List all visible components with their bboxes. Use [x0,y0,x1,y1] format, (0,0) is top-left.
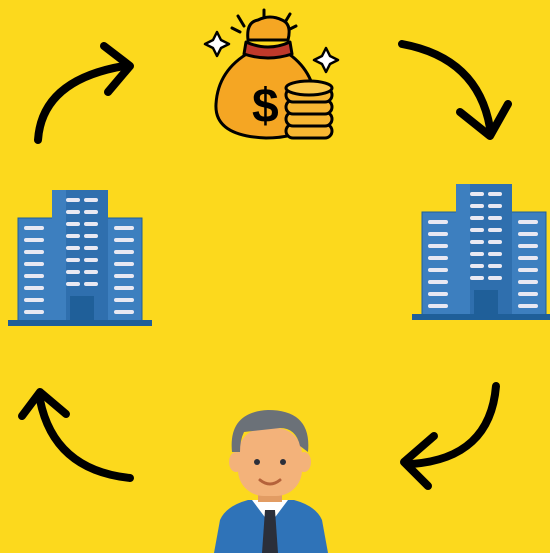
arrow-top-left [34,42,134,144]
arrow-bottom-left [18,388,134,482]
arrow-bottom-right [400,382,500,490]
sparkle-icon [312,46,340,74]
sparkle-icon [203,30,231,58]
coin-stack-icon [284,79,334,140]
arrow-top-right [398,40,512,140]
sparkle-icon [230,8,298,34]
office-building-icon [8,190,152,326]
svg-text:$: $ [252,80,279,133]
money-bag-icon: $ [203,8,340,140]
businessman-icon [214,410,328,553]
office-building-icon [412,184,550,320]
